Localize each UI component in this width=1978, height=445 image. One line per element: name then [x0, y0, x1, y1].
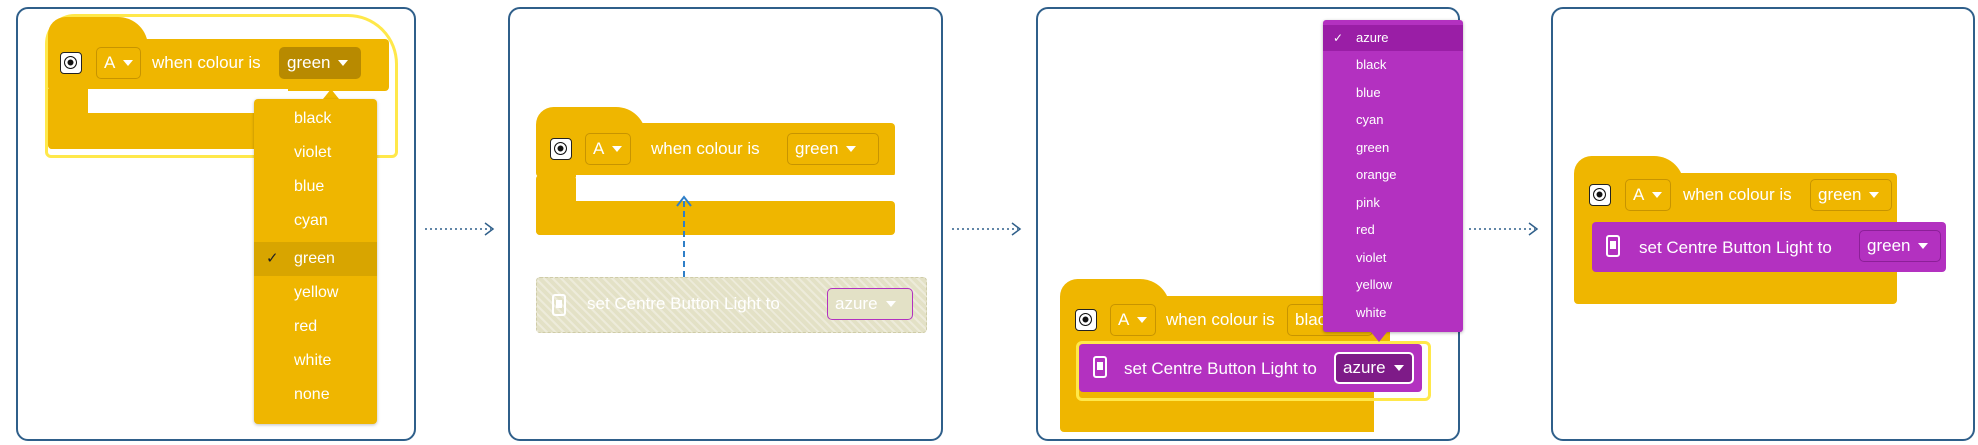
menu-item-white[interactable]: white [1356, 305, 1387, 320]
chevron-down-icon [1869, 192, 1880, 198]
hub-light-icon [552, 294, 566, 316]
action-label: set Centre Button Light to [1124, 359, 1317, 378]
light-menu: ✓azure black blue cyan green orange pink… [1323, 20, 1463, 332]
event-block-notch [576, 175, 896, 201]
event-label: when colour is [1166, 310, 1275, 329]
colour-dropdown[interactable]: green [1810, 179, 1892, 211]
port-value: A [1118, 310, 1130, 329]
menu-item-red[interactable]: red [1356, 222, 1375, 237]
action-label: set Centre Button Light to [1639, 238, 1832, 257]
dotted-arrow-icon [1469, 222, 1539, 236]
action-label: set Centre Button Light to [587, 294, 780, 313]
menu-item-none[interactable]: none [294, 386, 330, 403]
event-label: when colour is [651, 139, 760, 158]
step-1-panel: A when colour is green black violet blue… [16, 7, 416, 441]
menu-item-pink[interactable]: pink [1356, 195, 1380, 210]
menu-item-black[interactable]: black [1356, 57, 1387, 72]
menu-item-violet[interactable]: violet [294, 144, 332, 161]
color-sensor-icon [550, 138, 572, 160]
menu-item-yellow[interactable]: yellow [294, 284, 339, 301]
dropdown-pointer [323, 89, 339, 99]
light-value: azure [835, 294, 878, 313]
colour-dropdown-open[interactable]: green [279, 47, 361, 79]
event-label: when colour is [1683, 185, 1792, 204]
selection-highlight [45, 14, 398, 158]
colour-value: green [1818, 185, 1862, 204]
color-sensor-icon [1589, 184, 1611, 206]
port-dropdown[interactable]: A [585, 133, 631, 165]
light-dropdown[interactable]: green [1859, 230, 1941, 262]
port-dropdown[interactable]: A [96, 47, 141, 79]
port-value: A [593, 139, 605, 158]
colour-value-partial: blac [1295, 310, 1327, 329]
chevron-down-icon [1918, 243, 1929, 249]
chevron-down-icon [1393, 365, 1404, 371]
menu-item-white[interactable]: white [294, 352, 332, 369]
menu-item-blue[interactable]: blue [294, 178, 325, 195]
color-sensor-icon [1075, 309, 1097, 331]
light-value: green [1867, 236, 1911, 255]
event-block-foot [536, 201, 895, 235]
dropdown-pointer [1371, 332, 1387, 342]
menu-item-orange[interactable]: orange [1356, 167, 1397, 182]
port-value: A [104, 53, 116, 72]
drag-direction-arrow-icon [676, 195, 692, 285]
menu-item-blue[interactable]: blue [1356, 85, 1381, 100]
menu-item-cyan[interactable]: cyan [1356, 112, 1384, 127]
light-dropdown[interactable]: azure [827, 288, 913, 320]
colour-dropdown[interactable]: green [787, 133, 879, 165]
chevron-down-icon [1137, 317, 1148, 323]
step-3-panel: A when colour is blac set Centre Button … [1036, 7, 1463, 441]
menu-item-yellow[interactable]: yellow [1356, 277, 1393, 292]
hub-light-icon [1606, 235, 1620, 257]
colour-value: green [795, 139, 839, 158]
light-dropdown-open[interactable]: azure [1334, 352, 1414, 384]
step-2-panel: A when colour is green set Centre Button… [508, 7, 943, 441]
chevron-down-icon [338, 60, 349, 66]
port-dropdown[interactable]: A [1625, 179, 1671, 211]
chevron-down-icon [612, 146, 623, 152]
hub-light-icon [1093, 356, 1107, 378]
chevron-down-icon [1652, 192, 1663, 198]
check-icon: ✓ [1333, 31, 1344, 45]
menu-item-azure[interactable]: ✓azure [1323, 25, 1463, 51]
menu-item-violet[interactable]: violet [1356, 250, 1387, 265]
menu-item-green[interactable]: ✓green [254, 242, 377, 276]
event-label: when colour is [152, 53, 261, 72]
menu-item-black[interactable]: black [294, 110, 332, 127]
port-value: A [1633, 185, 1645, 204]
dotted-arrow-icon [952, 222, 1022, 236]
step-4-panel: A when colour is green set Centre Button… [1551, 7, 1975, 441]
menu-item-cyan[interactable]: cyan [294, 212, 328, 229]
event-block-foot [48, 113, 278, 149]
color-sensor-icon [60, 52, 82, 74]
colour-menu: black violet blue cyan ✓green yellow red… [254, 99, 377, 424]
selection-highlight [1076, 341, 1431, 401]
colour-value: green [287, 53, 331, 72]
chevron-down-icon [123, 60, 134, 66]
light-value: azure [1343, 358, 1386, 377]
dotted-arrow-icon [425, 222, 495, 236]
check-icon: ✓ [266, 250, 279, 267]
chevron-down-icon [846, 146, 857, 152]
menu-item-green[interactable]: green [1356, 140, 1390, 155]
menu-item-red[interactable]: red [294, 318, 318, 335]
chevron-down-icon [885, 301, 896, 307]
port-dropdown[interactable]: A [1110, 304, 1156, 336]
